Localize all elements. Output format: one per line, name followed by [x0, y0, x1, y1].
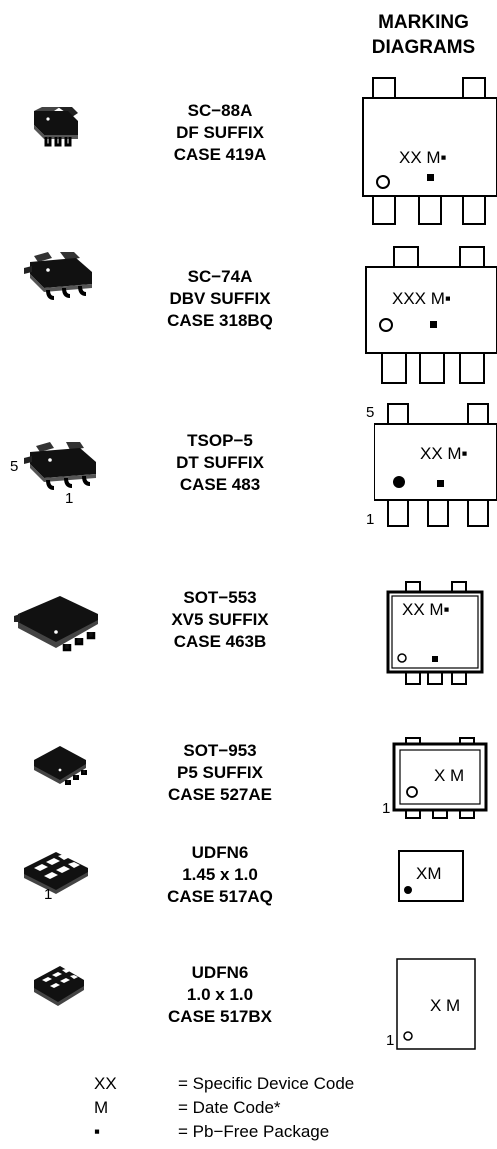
package-name: UDFN6 — [191, 843, 249, 862]
sc74a-label: SC−74A DBV SUFFIX CASE 318BQ — [140, 266, 300, 332]
tsop5-marking-pin1: 1 — [366, 511, 375, 528]
legend-desc-date-code: = Date Code* — [178, 1098, 281, 1117]
marking-code: X M — [434, 766, 465, 785]
marking-code: XXX M▪ — [392, 289, 451, 308]
tsop5-package-icon — [24, 442, 96, 490]
udfn6-100-package-icon — [34, 966, 84, 1006]
sot553-marking-diagram: XX M▪ — [386, 572, 484, 690]
udfn6-145-outline — [398, 850, 464, 902]
package-name: SC−88A — [187, 101, 253, 120]
legend-desc-device-code: = Specific Device Code — [178, 1074, 355, 1093]
package-suffix: XV5 SUFFIX — [171, 610, 269, 629]
package-case: CASE 463B — [173, 632, 267, 651]
legend-symbol-pb-free: ▪ — [94, 1122, 101, 1141]
sot553-package-icon — [14, 596, 98, 652]
legend-desc-pb-free: = Pb−Free Package — [178, 1122, 330, 1141]
sot553-outline — [386, 581, 484, 685]
package-case: CASE 517AQ — [167, 887, 273, 906]
tsop5-pin5-label: 5 — [10, 458, 19, 475]
sc88a-label: SC−88A DF SUFFIX CASE 419A — [140, 100, 300, 166]
sc74a-outline — [365, 246, 497, 384]
sot553-label: SOT−553 XV5 SUFFIX CASE 463B — [140, 587, 300, 653]
sot953-package-icon — [34, 746, 87, 785]
sot953-marking-diagram: X M — [392, 734, 488, 824]
package-suffix: 1.0 x 1.0 — [186, 985, 254, 1004]
package-name: SC−74A — [187, 267, 253, 286]
package-case: CASE 318BQ — [167, 311, 273, 330]
udfn6-100-marking-pin1: 1 — [386, 1032, 395, 1049]
package-case: CASE 419A — [173, 145, 267, 164]
tsop5-marking-pin5: 5 — [366, 404, 375, 421]
marking-code: XX M▪ — [399, 148, 447, 167]
package-suffix: 1.45 x 1.0 — [182, 865, 258, 884]
package-case: CASE 517BX — [168, 1007, 272, 1026]
legend-symbol-device-code: XX — [94, 1074, 117, 1093]
marking-code: XX M▪ — [402, 600, 450, 619]
package-case: CASE 527AE — [168, 785, 272, 804]
udfn6-145-label: UDFN6 1.45 x 1.0 CASE 517AQ — [140, 842, 300, 908]
sc88a-marking-diagram: XX M▪ — [359, 76, 497, 244]
header-line-2: DIAGRAMS — [371, 37, 476, 58]
tsop5-marking-diagram: XX M▪ — [374, 400, 497, 530]
package-suffix: DBV SUFFIX — [169, 289, 271, 308]
package-suffix: DT SUFFIX — [176, 453, 264, 472]
sot953-label: SOT−953 P5 SUFFIX CASE 527AE — [140, 740, 300, 806]
package-case: CASE 483 — [179, 475, 261, 494]
sc74a-marking-diagram: XXX M▪ — [364, 245, 497, 407]
marking-code: X M — [430, 996, 461, 1015]
udfn6-145-pin1-label: 1 — [44, 886, 53, 903]
udfn6-145-marking-diagram: XM — [398, 850, 464, 902]
sc88a-outline — [362, 77, 497, 225]
package-name: SOT−953 — [183, 741, 257, 760]
tsop5-outline — [374, 403, 497, 527]
udfn6-145-package-icon — [24, 852, 88, 894]
tsop5-label: TSOP−5 DT SUFFIX CASE 483 — [140, 430, 300, 496]
marking-code: XX M▪ — [420, 444, 468, 463]
tsop5-pin1-label: 1 — [65, 490, 74, 507]
udfn6-100-label: UDFN6 1.0 x 1.0 CASE 517BX — [140, 962, 300, 1028]
sot953-outline — [392, 737, 488, 819]
package-suffix: P5 SUFFIX — [177, 763, 263, 782]
sc88a-package-icon — [34, 107, 78, 147]
sc74a-package-icon — [24, 252, 92, 300]
marking-diagrams-header: MARKING DIAGRAMS — [350, 10, 497, 60]
package-name: TSOP−5 — [187, 431, 253, 450]
udfn6-100-marking-diagram: X M — [396, 958, 476, 1050]
package-name: UDFN6 — [191, 963, 249, 982]
package-name: SOT−553 — [183, 588, 257, 607]
legend-symbol-date-code: M — [94, 1098, 109, 1117]
marking-code: XM — [416, 864, 442, 883]
sot953-marking-pin1: 1 — [382, 800, 391, 817]
udfn6-100-outline — [396, 958, 476, 1050]
package-suffix: DF SUFFIX — [176, 123, 264, 142]
header-line-1: MARKING — [378, 12, 469, 33]
